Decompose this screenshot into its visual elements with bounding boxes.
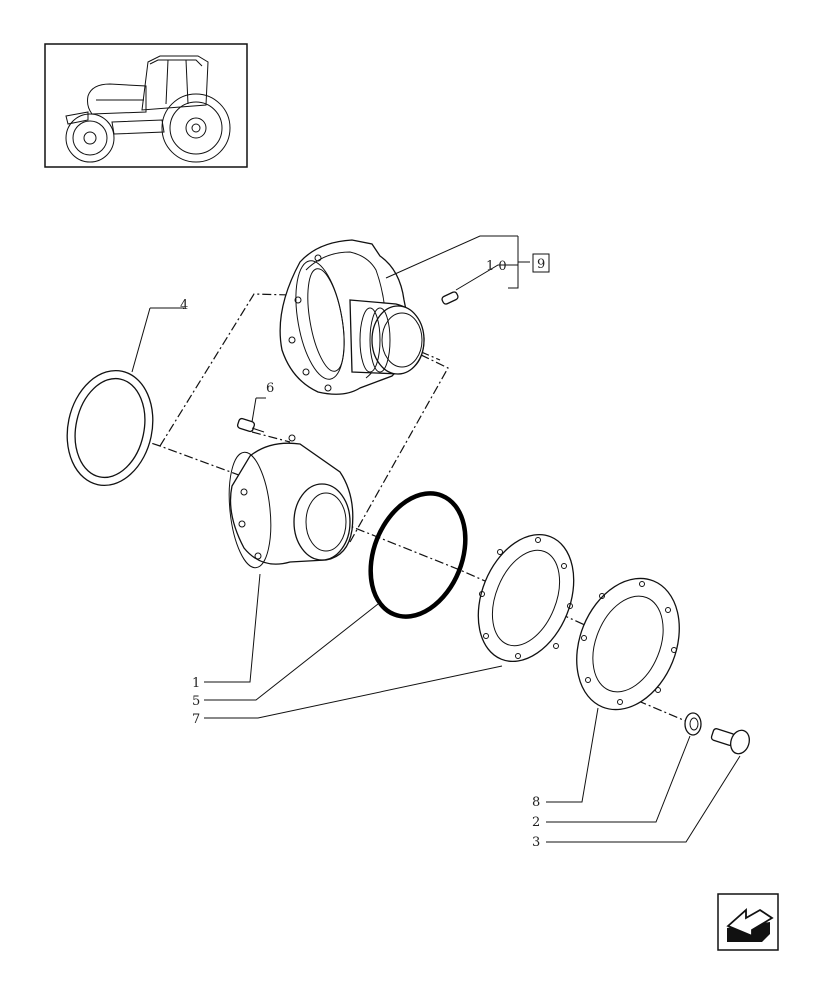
callout-9-box	[532, 253, 550, 273]
tractor-icon	[65, 55, 231, 163]
part-bolt-6[interactable]	[236, 417, 265, 433]
part-washer[interactable]	[684, 712, 702, 736]
part-gasket[interactable]	[460, 520, 591, 675]
part-hub-housing[interactable]	[279, 239, 425, 395]
part-bolt-3[interactable]	[710, 728, 753, 756]
callout-4: 4	[180, 298, 188, 313]
callout-10: 1 0	[486, 259, 507, 274]
callout-1: 1	[192, 676, 200, 691]
part-bearing-housing[interactable]	[224, 434, 354, 570]
previous-page-button[interactable]	[717, 893, 779, 951]
callout-5: 5	[192, 694, 200, 709]
callout-8: 8	[532, 795, 540, 810]
callout-7: 7	[192, 712, 200, 727]
part-large-ring[interactable]	[57, 363, 163, 494]
part-pin[interactable]	[441, 291, 459, 305]
part-o-ring[interactable]	[353, 479, 483, 631]
callout-6: 6	[266, 381, 274, 396]
part-flange-plate[interactable]	[558, 563, 698, 725]
callout-3: 3	[532, 835, 540, 850]
tractor-thumbnail[interactable]	[44, 43, 248, 168]
previous-page-arrow-icon	[726, 907, 774, 942]
callout-9: 9	[537, 257, 545, 272]
callout-2: 2	[532, 815, 540, 830]
